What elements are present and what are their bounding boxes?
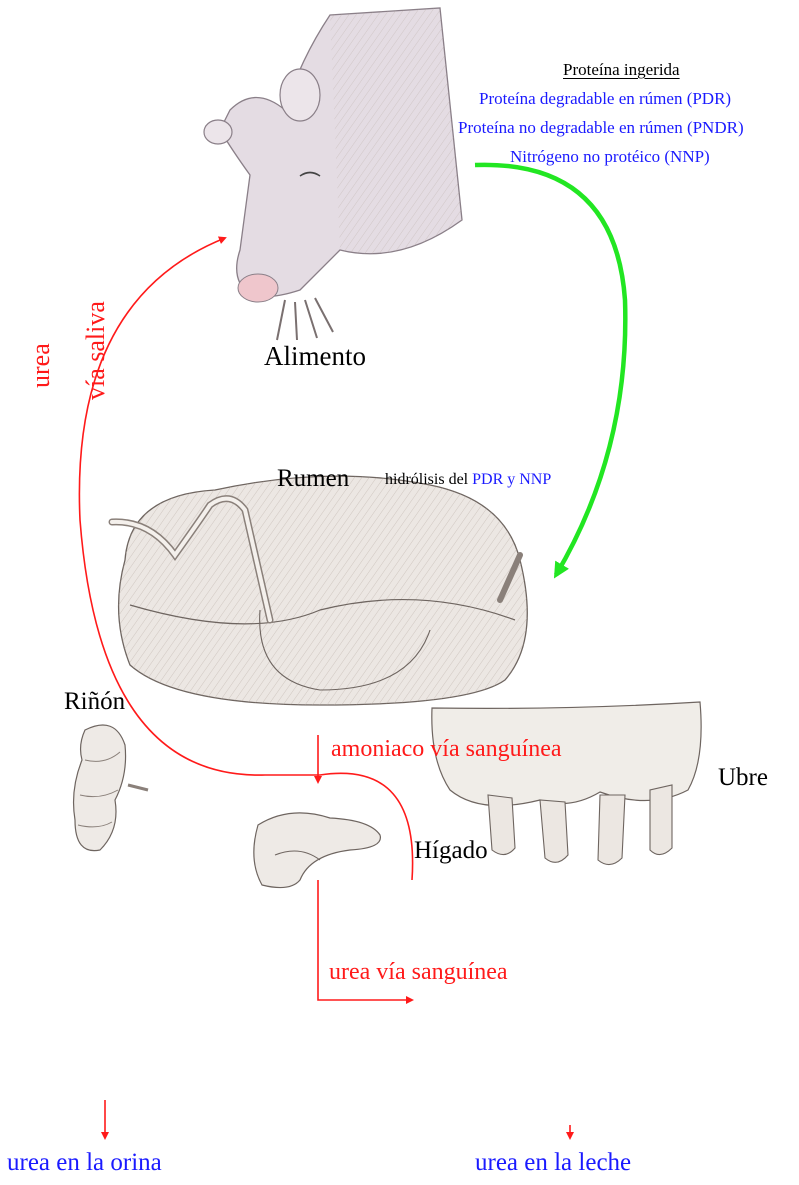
- flow-urea-saliva-urea: urea: [28, 343, 54, 388]
- hydrolysis-label: hidrólisis del PDR y NNP: [385, 472, 551, 488]
- rumen-illustration: [112, 476, 527, 705]
- liver-illustration: [254, 813, 381, 888]
- green-protein-arrow: [475, 165, 625, 575]
- protein-item-pndr: Proteína no degradable en rúmen (PNDR): [458, 119, 744, 136]
- protein-item-pdr: Proteína degradable en rúmen (PDR): [479, 90, 731, 107]
- flow-urea-leche: urea en la leche: [475, 1150, 631, 1175]
- flow-urea-saliva-via: vía saliva: [83, 301, 109, 400]
- flow-amoniaco: amoniaco vía sanguínea: [331, 737, 562, 761]
- kidney-illustration: [74, 725, 148, 851]
- label-higado: Hígado: [414, 838, 488, 863]
- protein-item-nnp: Nitrógeno no protéico (NNP): [510, 148, 710, 165]
- flow-urea-sangre: urea vía sanguínea: [329, 960, 508, 984]
- label-rinon: Riñón: [64, 689, 125, 714]
- hydrolysis-suffix: PDR y NNP: [472, 471, 551, 488]
- cow-head-illustration: [204, 8, 462, 340]
- label-rumen: Rumen: [277, 466, 349, 491]
- protein-intake-heading: Proteína ingerida: [563, 61, 680, 78]
- flow-urea-orina: urea en la orina: [7, 1150, 162, 1175]
- label-ubre: Ubre: [718, 765, 768, 790]
- label-alimento: Alimento: [264, 343, 366, 370]
- hydrolysis-prefix: hidrólisis del: [385, 471, 468, 488]
